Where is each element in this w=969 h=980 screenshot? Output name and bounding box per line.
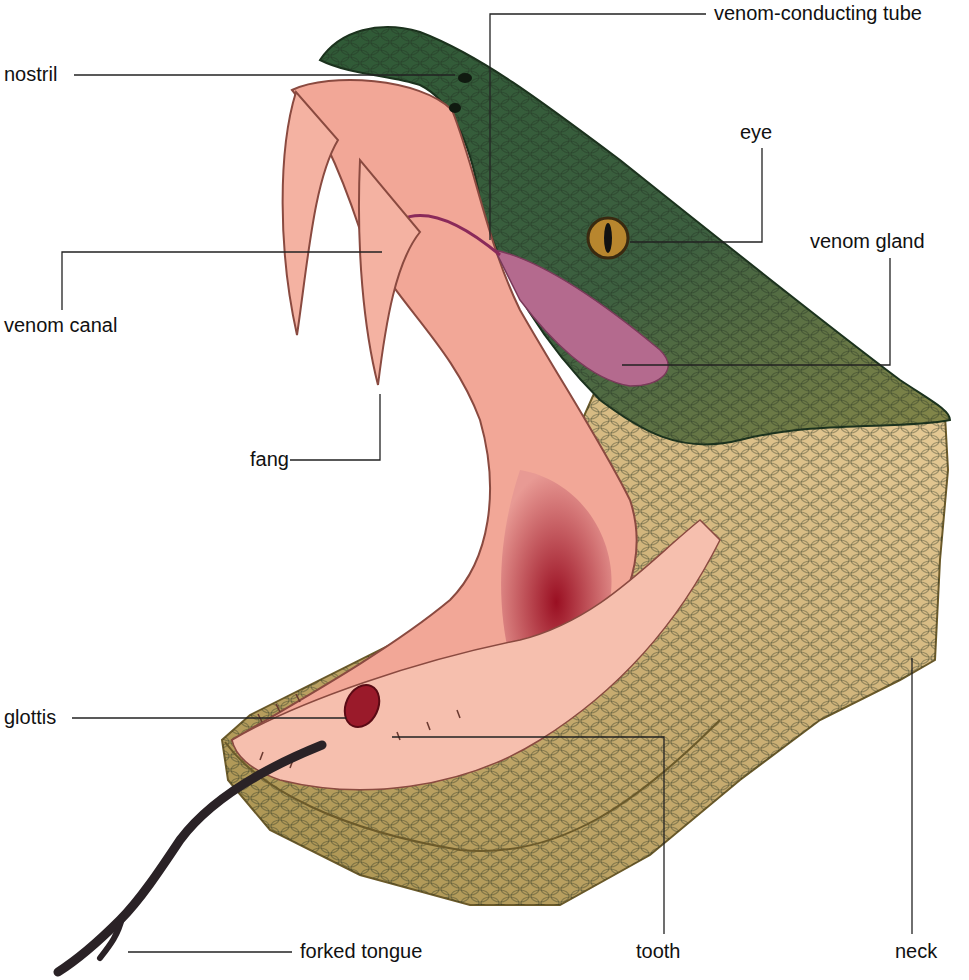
part-label: venom gland	[810, 230, 925, 253]
illustration-part	[911, 658, 912, 934]
illustration-part	[128, 951, 292, 952]
part-label: venom canal	[4, 314, 117, 337]
illustration-part	[74, 74, 455, 75]
illustration-part	[622, 258, 890, 365]
part-label: glottis	[4, 706, 56, 729]
illustration-part	[62, 252, 382, 310]
part-label: forked tongue	[300, 940, 422, 963]
glottis-shape	[338, 679, 386, 732]
illustration-part	[427, 722, 430, 730]
illustration-part	[260, 752, 263, 760]
part-label: nostril	[4, 63, 57, 86]
tongue-fork	[100, 918, 122, 958]
nostril-shape	[458, 73, 472, 83]
tongue	[58, 745, 322, 972]
illustration-part	[457, 710, 460, 718]
illustration-part	[290, 394, 380, 460]
part-label: fang	[250, 448, 289, 471]
illustration-part	[392, 737, 664, 934]
illustration-part	[72, 717, 346, 718]
part-label: tooth	[636, 940, 680, 963]
eye-shape	[588, 218, 628, 258]
pupil	[604, 223, 612, 253]
illustration-part	[397, 732, 400, 740]
illustration-part	[490, 14, 706, 240]
illustration-part	[296, 694, 300, 702]
front-fang	[283, 92, 338, 335]
part-label: eye	[740, 121, 772, 144]
illustration-part	[276, 704, 280, 712]
pit-shape	[449, 103, 461, 113]
rear-fang	[359, 160, 420, 385]
leader-lines	[62, 14, 912, 952]
lower-jaw-rim	[225, 720, 720, 851]
part-label: neck	[895, 940, 937, 963]
part-label: venom-conducting tube	[714, 2, 922, 25]
illustration-part	[630, 148, 762, 242]
